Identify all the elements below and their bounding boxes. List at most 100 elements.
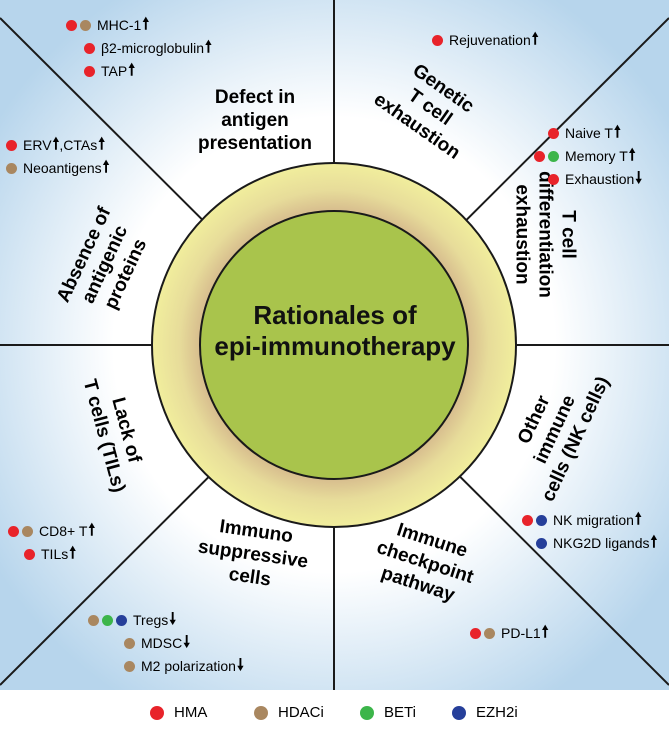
arrow-up-icon: 🠕 xyxy=(102,159,110,176)
arrow-up-icon: 🠕 xyxy=(541,624,549,641)
title-line: exhaustion xyxy=(511,184,533,285)
arrow-up-icon: 🠕 xyxy=(204,39,212,56)
arrow-up-icon: 🠕 xyxy=(69,545,77,562)
legend-label: EZH2i xyxy=(476,704,518,721)
beti-dot-icon xyxy=(548,150,559,162)
marker-list-item: Tregs🠗 xyxy=(88,611,176,629)
item-label: Rejuvenation xyxy=(449,32,531,48)
item-label: β2-microglobulin xyxy=(101,40,204,56)
legend-item-beti: BETi xyxy=(360,704,416,721)
marker-list-item: TILs🠕 xyxy=(24,545,76,563)
marker-list-item: Memory T🠕 xyxy=(534,147,636,165)
item-label: Naive T xyxy=(565,125,613,141)
marker-list-item: NKG2D ligands🠕 xyxy=(536,534,657,552)
hma-dot-icon xyxy=(24,548,35,560)
marker-list-item: TAP🠕 xyxy=(84,62,135,80)
rationales-diagram: Rationales of epi-immunotherapy Defect i… xyxy=(0,0,669,690)
legend: HMA HDACi BETi EZH2i xyxy=(0,700,669,728)
item-label: Exhaustion xyxy=(565,171,635,187)
title-line: presentation xyxy=(197,133,313,154)
hdaci-dot-icon xyxy=(124,660,135,672)
item-label: M2 polarization xyxy=(141,658,236,674)
hdaci-dot-icon xyxy=(88,614,99,626)
center-title-line1: Rationales of xyxy=(253,300,417,330)
legend-label: HMA xyxy=(174,704,208,721)
title-line: Defect in xyxy=(214,87,296,108)
hma-dot-icon xyxy=(470,627,481,639)
ezh2i-dot-icon xyxy=(536,537,547,549)
hdaci-dot-icon xyxy=(254,705,268,720)
arrow-up-icon: 🠕 xyxy=(613,124,621,141)
arrow-up-icon: 🠕 xyxy=(142,16,150,33)
ezh2i-dot-icon xyxy=(536,514,547,526)
legend-item-ezh2i: EZH2i xyxy=(452,704,518,721)
hma-dot-icon xyxy=(522,514,533,526)
hma-dot-icon xyxy=(84,42,95,54)
marker-list-item: Neoantigens🠕 xyxy=(6,159,110,177)
item-label: CD8+ T xyxy=(39,523,88,539)
arrow-up-icon: 🠕 xyxy=(628,147,636,164)
hdaci-dot-icon xyxy=(6,162,17,174)
legend-label: BETi xyxy=(384,704,416,721)
hma-dot-icon xyxy=(548,173,559,185)
item-label: TILs xyxy=(41,546,69,562)
legend-item-hma: HMA xyxy=(150,704,207,721)
arrow-up-icon: 🠕 xyxy=(531,31,539,48)
ezh2i-dot-icon xyxy=(452,705,466,720)
arrow-down-icon: 🠗 xyxy=(635,170,643,187)
diagram-background xyxy=(0,0,669,690)
ezh2i-dot-icon xyxy=(116,614,127,626)
marker-list-item: ERV🠕,CTAs🠕 xyxy=(6,136,105,154)
hma-dot-icon xyxy=(84,65,95,77)
legend-label: HDACi xyxy=(278,704,324,721)
hdaci-dot-icon xyxy=(484,627,495,639)
center-title: Rationales of epi-immunotherapy xyxy=(210,300,460,362)
arrow-down-icon: 🠗 xyxy=(236,657,244,674)
hma-dot-icon xyxy=(534,150,545,162)
hma-dot-icon xyxy=(432,34,443,46)
marker-list-item: CD8+ T🠕 xyxy=(8,522,95,540)
inner-circle xyxy=(199,210,469,480)
arrow-down-icon: 🠗 xyxy=(169,611,177,628)
item-label: Memory T xyxy=(565,148,628,164)
arrow-up-icon: 🠕 xyxy=(650,534,658,551)
marker-list-item: NK migration🠕 xyxy=(522,511,642,529)
item-label: ERV xyxy=(23,137,52,153)
item-label: ,CTAs xyxy=(59,137,98,153)
marker-list-item: M2 polarization🠗 xyxy=(124,657,244,675)
marker-list-item: MDSC🠗 xyxy=(124,634,190,652)
arrow-up-icon: 🠕 xyxy=(52,136,60,153)
marker-list-item: Rejuvenation🠕 xyxy=(432,31,539,49)
arrow-up-icon: 🠕 xyxy=(88,522,96,539)
item-label: TAP xyxy=(101,63,128,79)
beti-dot-icon xyxy=(360,705,374,720)
hma-dot-icon xyxy=(150,705,164,720)
marker-list-item: Naive T🠕 xyxy=(548,124,621,142)
legend-item-hdaci: HDACi xyxy=(254,704,324,721)
item-label: Neoantigens xyxy=(23,160,102,176)
item-label: PD-L1 xyxy=(501,625,541,641)
arrow-up-icon: 🠕 xyxy=(98,136,106,153)
marker-list-item: PD-L1🠕 xyxy=(470,624,549,642)
hma-dot-icon xyxy=(8,525,19,537)
marker-list-item: β2-microglobulin🠕 xyxy=(84,39,212,57)
arrow-up-icon: 🠕 xyxy=(634,511,642,528)
hdaci-dot-icon xyxy=(80,19,91,31)
arrow-up-icon: 🠕 xyxy=(128,62,136,79)
arrow-down-icon: 🠗 xyxy=(183,634,191,651)
marker-list-item: Exhaustion🠗 xyxy=(548,170,642,188)
item-label: NKG2D ligands xyxy=(553,535,650,551)
item-label: MHC-1 xyxy=(97,17,142,33)
hma-dot-icon xyxy=(548,127,559,139)
hdaci-dot-icon xyxy=(124,637,135,649)
title-line: antigen xyxy=(221,110,289,131)
marker-list-item: MHC-1🠕 xyxy=(66,16,149,34)
beti-dot-icon xyxy=(102,614,113,626)
center-title-line2: epi-immunotherapy xyxy=(214,331,456,361)
item-label: Tregs xyxy=(133,612,169,628)
item-label: MDSC xyxy=(141,635,183,651)
hma-dot-icon xyxy=(6,139,17,151)
hdaci-dot-icon xyxy=(22,525,33,537)
title-antigen-presentation: Defect in antigen presentation xyxy=(180,86,330,155)
hma-dot-icon xyxy=(66,19,77,31)
